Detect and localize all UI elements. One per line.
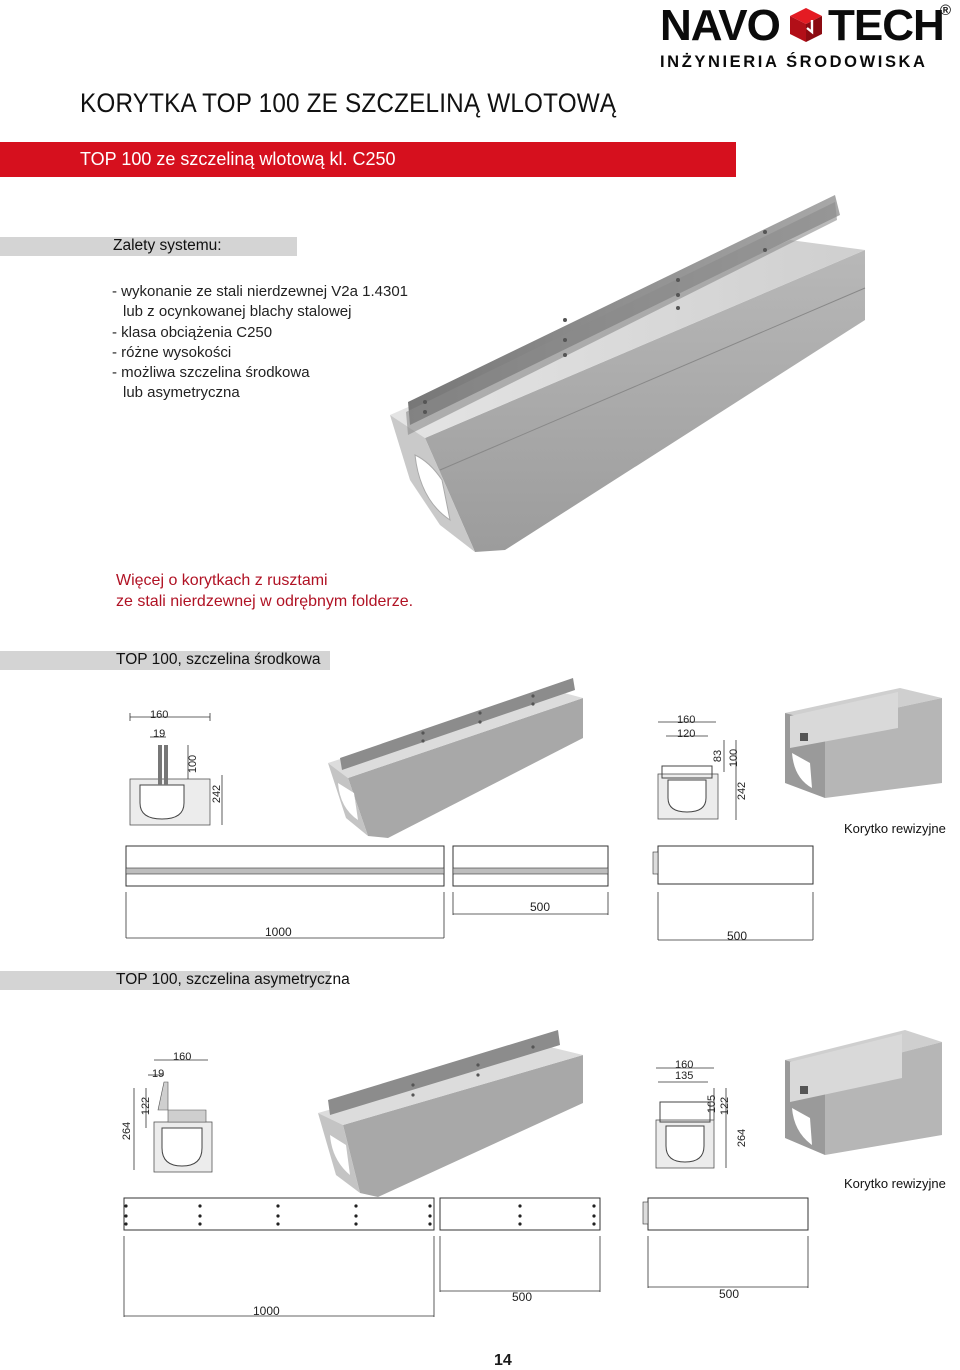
dim-h1: 105 [706, 1094, 719, 1114]
profile-asym-drawing [133, 1059, 213, 1173]
length-main: 1000 [265, 925, 292, 939]
list-item: - wykonanie ze stali nierdzewnej V2a 1.4… [112, 283, 409, 300]
dim-h1: 83 [712, 749, 725, 763]
advantages-heading: Zalety systemu: [113, 237, 222, 254]
logo-word-left: NAVO [660, 1, 781, 50]
length-inspection: 500 [727, 929, 748, 943]
dim-slot: 19 [153, 728, 166, 740]
more-info-note: Więcej o korytkach z rusztami ze stali n… [116, 571, 413, 612]
section-center-heading: TOP 100, szczelina środkowa [116, 651, 321, 668]
length-main: 1000 [253, 1304, 280, 1318]
channel-center-3d [328, 678, 583, 838]
advantages-heading-bar: Zalety systemu: [0, 237, 297, 256]
section-asym-heading-bar: TOP 100, szczelina asymetryczna [0, 971, 350, 990]
dim-width: 160 [173, 1051, 192, 1063]
dim-height-total: 242 [211, 784, 224, 804]
list-item: - możliwa szczelina środkowa [112, 364, 310, 382]
length-half: 500 [512, 1290, 533, 1304]
inspection-caption: Korytko rewizyjne [844, 821, 946, 836]
channel-asym-3d [318, 1030, 583, 1197]
advantages-list: - wykonanie ze stali nierdzewnej V2a 1.4… [112, 282, 408, 404]
list-item: lub z ocynkowanej blachy stalowej [123, 303, 352, 321]
inspection-center-3d [785, 688, 942, 798]
dim-inner: 135 [675, 1070, 694, 1082]
top-view-center [125, 845, 814, 941]
section-asym-heading: TOP 100, szczelina asymetryczna [116, 971, 350, 988]
dim-width: 160 [677, 714, 696, 726]
list-item: - różne wysokości [112, 343, 232, 361]
more-info-line: ze stali nierdzewnej w odrębnym folderze… [116, 592, 414, 610]
dim-inner: 120 [677, 728, 696, 740]
channel-3d-illustration [390, 195, 866, 552]
inspection-center-drawing [657, 721, 737, 820]
list-item: - klasa obciążenia C250 [112, 323, 273, 341]
dim-height-total: 264 [121, 1121, 134, 1141]
logo-cube-icon [790, 8, 822, 42]
subtitle-bar: TOP 100 ze szczeliną wlotową kl. C250 [0, 142, 736, 177]
logo-word-right: TECH [828, 1, 945, 50]
more-info-line: Więcej o korytkach z rusztami [116, 572, 328, 589]
dim-h2: 122 [719, 1096, 732, 1116]
list-item: lub asymetryczna [123, 384, 240, 402]
dim-width: 160 [150, 709, 169, 721]
navotech-logo: NAVO TECH ® INŻYNIERIA ŚRODOWISKA [660, 1, 952, 72]
dim-height-top: 100 [187, 754, 200, 774]
dim-slot: 19 [152, 1068, 165, 1080]
dim-height-top: 122 [140, 1096, 153, 1116]
dim-h-total: 242 [736, 781, 749, 801]
top-view-asym [123, 1197, 809, 1317]
dim-width: 160 [675, 1059, 694, 1071]
inspection-asym-drawing [655, 1067, 727, 1169]
dim-h-total: 264 [736, 1128, 749, 1148]
logo-tagline: INŻYNIERIA ŚRODOWISKA [660, 53, 928, 71]
dim-h2: 100 [728, 748, 741, 768]
inspection-asym-3d [785, 1030, 942, 1155]
section-center-heading-bar: TOP 100, szczelina środkowa [0, 651, 330, 670]
length-inspection: 500 [719, 1287, 740, 1301]
inspection-caption: Korytko rewizyjne [844, 1176, 946, 1191]
profile-center-drawing [129, 713, 223, 826]
length-half: 500 [530, 900, 551, 914]
page-title: KORYTKA TOP 100 ZE SZCZELINĄ WLOTOWĄ [80, 88, 617, 118]
subtitle-bar-text: TOP 100 ze szczeliną wlotową kl. C250 [80, 149, 396, 169]
registered-mark: ® [940, 2, 952, 19]
page-number: 14 [494, 1352, 512, 1369]
